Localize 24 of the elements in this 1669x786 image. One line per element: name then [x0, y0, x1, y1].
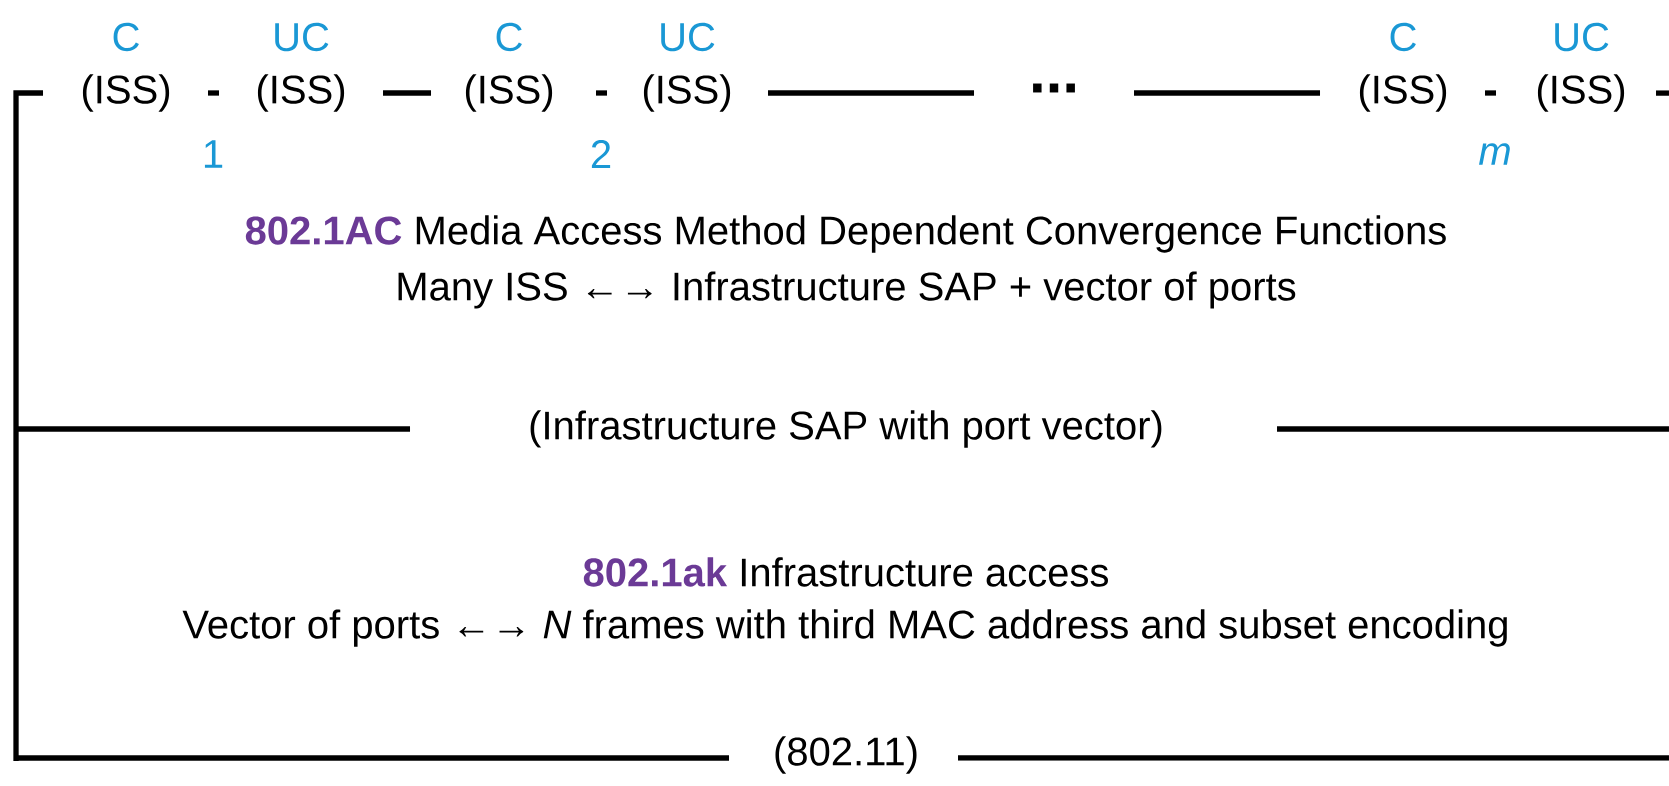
service-label: (ISS)	[257, 74, 345, 112]
layer-description: Vector of ports ←→ N frames with third MAC address and subset encoding	[182, 609, 1507, 647]
port-number: 1	[204, 140, 223, 168]
service-interface-label: (802.11)	[775, 736, 917, 774]
port-number: m	[1479, 143, 1510, 165]
ellipsis: ...	[1033, 83, 1075, 93]
port-number: 2	[591, 140, 611, 168]
port-type-label: UC	[661, 22, 715, 52]
service-label: (ISS)	[82, 74, 170, 112]
port-type-label: UC	[1555, 22, 1609, 52]
service-label: (ISS)	[1359, 74, 1447, 112]
port-type-label: C	[113, 22, 139, 52]
port-type-label: C	[496, 22, 522, 52]
port-type-label: C	[1390, 22, 1416, 52]
layer-description: Infrastructure access	[741, 557, 1108, 587]
layer-description: Many ISS ←→ Infrastructure SAP + vector of ports	[398, 271, 1296, 309]
service-label: (ISS)	[1537, 74, 1625, 112]
layer-description: Media Access Method Dependent Convergence Functions	[416, 215, 1446, 253]
standard-name: 802.1AC	[245, 216, 402, 245]
service-interface-label: (Infrastructure SAP with port vector)	[530, 410, 1162, 448]
standard-name: 802.1ak	[583, 557, 728, 587]
service-label: (ISS)	[465, 74, 553, 112]
port-type-label: UC	[275, 22, 329, 52]
service-label: (ISS)	[643, 74, 731, 112]
